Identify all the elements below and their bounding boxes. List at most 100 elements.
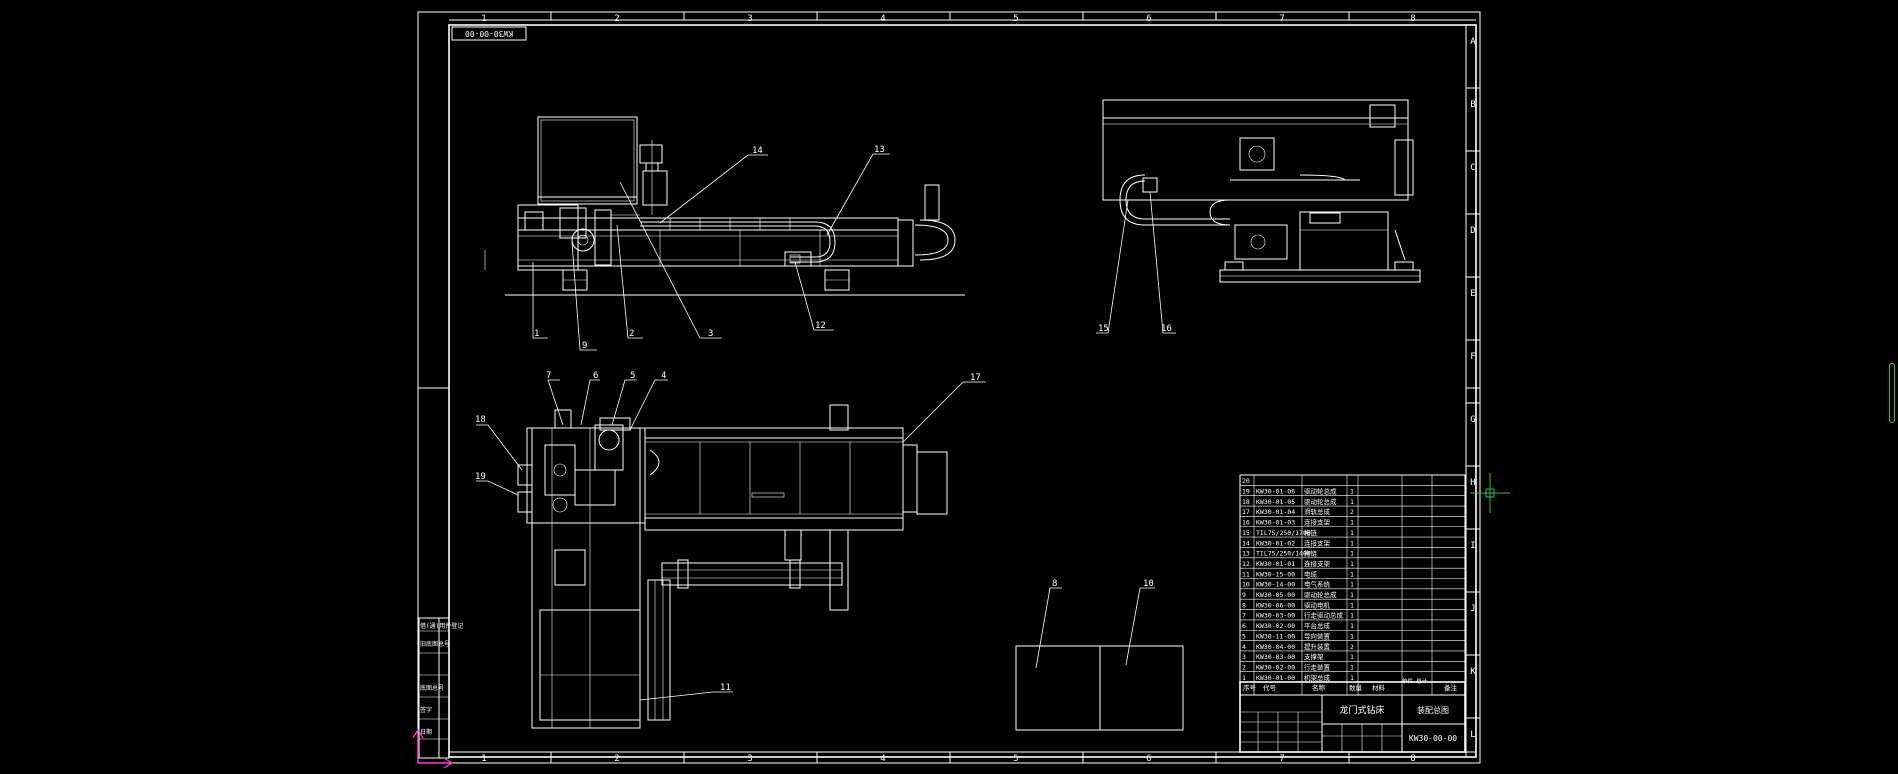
side-elevation-view[interactable]: 15 16	[1096, 99, 1421, 334]
zone-col-2-bottom: 2	[614, 754, 619, 764]
balloon-19: 19	[475, 472, 486, 482]
bom-row-19-qty: 1	[1350, 488, 1354, 496]
bom-row-7-code: KW30-03-00	[1256, 612, 1295, 620]
bom-row-13-no: 13	[1242, 550, 1250, 558]
bom-row-15-name: 拖链	[1304, 528, 1318, 537]
balloon-15: 15	[1098, 324, 1109, 334]
bom-row-15-no: 15	[1242, 529, 1250, 537]
zone-row-l: L	[1470, 730, 1475, 740]
bom-row-2-no: 2	[1242, 663, 1246, 671]
front-elevation-view[interactable]: 1 9 2 3 14 13 12	[484, 116, 965, 351]
bom-header-qty: 数量	[1349, 683, 1363, 692]
bom-row-17-code: KW30-01-04	[1256, 508, 1295, 516]
plan-view[interactable]: 7 6 5 4 17 18 19 11	[475, 371, 986, 729]
bom-row-12-code: KW30-01-01	[1256, 560, 1295, 568]
side-stamp-0: 借(通)用件登记	[420, 622, 463, 630]
bom-row-12-no: 12	[1242, 560, 1250, 568]
zone-col-8: 8	[1410, 14, 1415, 24]
bom-row-7-no: 7	[1242, 612, 1246, 620]
zone-col-2: 2	[614, 14, 619, 24]
zone-col-5-bottom: 5	[1013, 754, 1018, 764]
zone-col-5: 5	[1013, 14, 1018, 24]
bom-row-8-qty: 1	[1350, 601, 1354, 609]
bom-row-2-name: 行走装置	[1304, 662, 1331, 671]
bom-row-3-name: 支撑架	[1304, 652, 1324, 661]
side-stamp-1: 旧底图总号	[420, 640, 450, 648]
bom-row-2-qty: 1	[1350, 663, 1354, 671]
electrical-cabinets[interactable]: 8 10	[1015, 579, 1184, 731]
side-stamp-4: 日期	[420, 728, 432, 736]
bom-row-19-no: 19	[1242, 488, 1250, 496]
bom-row-18-code: KW30-01-05	[1256, 498, 1295, 506]
zone-row-labels: A B C D E F G H I J K L	[1470, 37, 1476, 740]
zone-column-labels-top: 1 2 3 4 5 6 7 8	[481, 14, 1415, 24]
zone-col-3-bottom: 3	[747, 754, 752, 764]
crosshair-cursor-icon	[1470, 473, 1510, 513]
bom-row-11-qty: 1	[1350, 570, 1354, 578]
zone-row-h: H	[1470, 478, 1475, 488]
balloon-3: 3	[708, 329, 713, 339]
zone-row-c: C	[1470, 163, 1475, 173]
bom-row-8-no: 8	[1242, 601, 1246, 609]
balloon-9: 9	[582, 341, 587, 351]
balloon-7: 7	[546, 371, 551, 381]
zone-row-f: F	[1470, 352, 1475, 362]
bom-row-7-qty: 1	[1350, 612, 1354, 620]
bom-row-5-name: 导向装置	[1304, 631, 1331, 640]
zone-col-7: 7	[1279, 14, 1284, 24]
title-block[interactable]: 龙门式钻床 装配总图 KW30-00-00	[1239, 681, 1466, 753]
bom-row-10-code: KW30-14-00	[1256, 581, 1295, 589]
bom-row-14-qty: 1	[1350, 539, 1354, 547]
bom-row-1-name: 机架总成	[1304, 673, 1331, 682]
vertical-scrollbar[interactable]	[1889, 363, 1895, 423]
zone-row-b: B	[1470, 100, 1475, 110]
balloon-6: 6	[593, 371, 598, 381]
zone-col-6-bottom: 6	[1146, 754, 1151, 764]
zone-col-7-bottom: 7	[1279, 754, 1284, 764]
zone-col-6: 6	[1146, 14, 1151, 24]
bom-header-name: 名称	[1312, 683, 1326, 692]
bom-row-18-name: 驱动轮总成	[1304, 497, 1337, 506]
zone-row-k: K	[1470, 667, 1476, 677]
bom-header-weight: 单件 总计	[1402, 677, 1428, 685]
bom-row-1-code: KW30-01-00	[1256, 674, 1295, 682]
bom-row-15-qty: 1	[1350, 529, 1354, 537]
title-drawing-number: KW30-00-00	[1409, 734, 1457, 743]
balloon-11: 11	[720, 683, 731, 693]
bom-row-16-code: KW30-01-03	[1256, 519, 1295, 527]
bom-row-8-code: KW30-06-00	[1256, 601, 1295, 609]
bom-row-11-no: 11	[1242, 570, 1250, 578]
bom-header-code: 代号	[1263, 683, 1277, 692]
balloon-10: 10	[1143, 579, 1154, 589]
corner-code-box: KW30-00-00	[451, 26, 527, 41]
bom-row-3-no: 3	[1242, 653, 1246, 661]
bom-row-5-code: KW30-11-00	[1256, 632, 1295, 640]
bom-row-13-code: TIL75/250/1400	[1256, 550, 1311, 558]
bom-row-4-qty: 2	[1350, 643, 1354, 651]
balloon-4: 4	[661, 371, 666, 381]
corner-code-text: KW30-00-00	[465, 29, 513, 38]
balloon-13: 13	[874, 145, 885, 155]
side-stamp-3: 签字	[420, 706, 432, 714]
balloon-12: 12	[815, 321, 826, 331]
bom-row-10-name: 电气系统	[1304, 580, 1331, 589]
zone-col-4: 4	[880, 14, 885, 24]
bom-row-16-no: 16	[1242, 519, 1250, 527]
bom-row-7-name: 行走驱动总成	[1304, 611, 1344, 620]
bom-row-14-no: 14	[1242, 539, 1250, 547]
bom-row-6-qty: 1	[1350, 622, 1354, 630]
bom-row-14-code: KW30-01-02	[1256, 539, 1295, 547]
bom-row-16-name: 连接支架	[1304, 518, 1331, 527]
bom-row-8-name: 驱动电机	[1304, 600, 1331, 609]
bom-row-13-name: 拖链	[1304, 549, 1318, 558]
zone-col-8-bottom: 8	[1410, 754, 1415, 764]
bom-row-1-qty: 1	[1350, 674, 1354, 682]
bom-header-no: 序号	[1243, 683, 1257, 692]
zone-col-1: 1	[481, 14, 486, 24]
bom-row-3-code: KW30-03-00	[1256, 653, 1295, 661]
bom-row-10-no: 10	[1242, 581, 1250, 589]
bom-row-9-code: KW30-05-00	[1256, 591, 1295, 599]
zone-col-3: 3	[747, 14, 752, 24]
